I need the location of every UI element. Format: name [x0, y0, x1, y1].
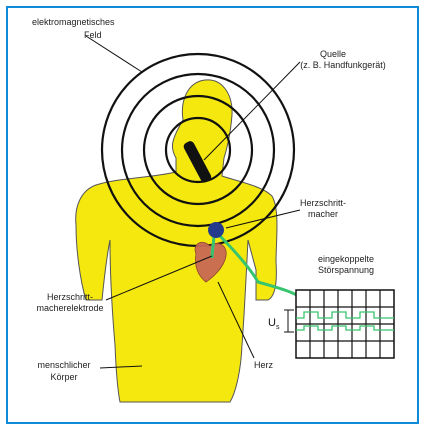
- label-body-line2: Körper: [50, 372, 77, 382]
- label-voltage: Us: [268, 317, 280, 331]
- label-field-line1: elektromagnetisches: [32, 17, 115, 27]
- label-source-line2: (z. B. Handfunkgerät): [300, 60, 386, 70]
- label-pacemaker-line1: Herzschritt-: [300, 198, 346, 208]
- label-electrode-line2: macherelektrode: [36, 303, 103, 313]
- label-field-line2: Feld: [84, 30, 102, 40]
- leader-field: [86, 36, 142, 72]
- label-heart: Herz: [254, 360, 274, 370]
- label-body-line1: menschlicher: [37, 360, 90, 370]
- interference-signal-grid: [296, 290, 394, 358]
- label-electrode-line1: Herzschritt-: [47, 292, 93, 302]
- label-current-line2: Störspannung: [318, 265, 374, 275]
- label-pacemaker-line2: macher: [308, 209, 338, 219]
- label-source-line1: Quelle: [320, 49, 346, 59]
- pacemaker-device: [208, 222, 224, 238]
- voltage-marker: [284, 310, 294, 332]
- label-current-line1: eingekoppelte: [318, 254, 374, 264]
